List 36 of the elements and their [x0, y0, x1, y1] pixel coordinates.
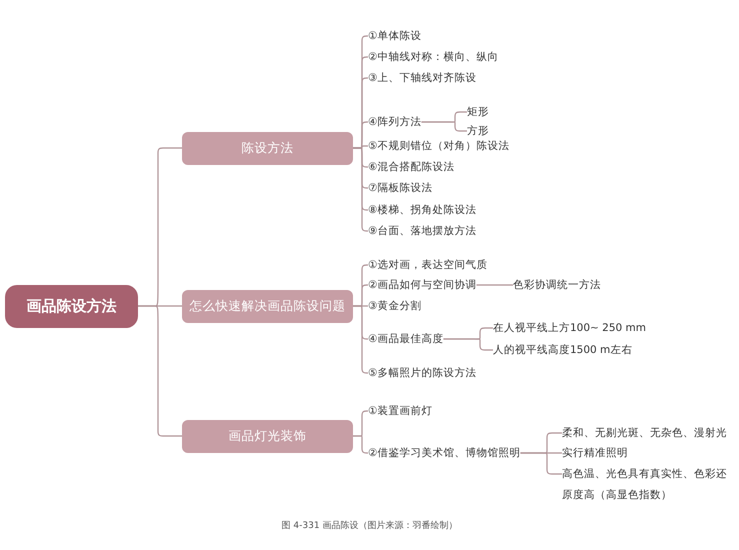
topic-text: ④阵列方法 — [368, 114, 422, 130]
topic-text: ②借鉴学习美术馆、博物馆照明 — [368, 445, 520, 461]
topic-text: 矩形 — [467, 104, 489, 120]
connector-line — [353, 435, 369, 454]
topic-text: ②中轴线对称：横向、纵向 — [368, 49, 498, 65]
topic-text: 人的视平线高度1500 m左右 — [493, 342, 632, 358]
topic-text: ⑤多幅照片的陈设方法 — [368, 365, 476, 381]
branch-topic-box: 陈设方法 — [182, 132, 353, 164]
topic-text: 实行精准照明 — [562, 445, 628, 461]
topic-text: ①单体陈设 — [368, 28, 422, 44]
root-topic-box: 画品陈设方法 — [5, 284, 138, 328]
topic-text: ④画品最佳高度 — [368, 331, 444, 347]
topic-text: ③上、下轴线对齐陈设 — [368, 70, 476, 86]
topic-text: ⑤不规则错位（对角）陈设法 — [368, 138, 510, 154]
topic-text: ⑨台面、落地摆放方法 — [368, 223, 476, 239]
topic-text: ②画品如何与空间协调 — [368, 277, 476, 293]
topic-text: ①选对画，表达空间气质 — [368, 257, 488, 273]
topic-text: 高色温、光色具有真实性、色彩还原度高（高显色指数） — [562, 464, 734, 506]
topic-text: 柔和、无剔光斑、无杂色、漫射光 — [562, 425, 727, 441]
topic-text: ③黄金分割 — [368, 298, 422, 314]
topic-text: ⑥混合搭配陈设法 — [368, 159, 454, 175]
connector-line — [476, 284, 513, 286]
caption: 图 4-331 画品陈设（图片来源：羽番绘制） — [280, 520, 458, 532]
topic-text: 在人视平线上方100~ 250 mm — [493, 320, 646, 336]
connector-line — [443, 338, 493, 351]
topic-text: 方形 — [467, 123, 489, 139]
connector-line — [353, 147, 369, 232]
connector-line — [520, 452, 562, 475]
connector-line — [138, 305, 182, 437]
branch-topic-box: 画品灯光装饰 — [182, 420, 353, 452]
branch-topic-box: 怎么快速解决画品陈设问题 — [182, 290, 353, 322]
topic-text: ①装置画前灯 — [368, 403, 432, 419]
topic-text: 色彩协调统一方法 — [513, 277, 601, 293]
connector-line — [421, 121, 467, 132]
topic-text: ⑦隔板陈设法 — [368, 180, 432, 196]
topic-text: ⑧楼梯、拐角处陈设法 — [368, 202, 476, 218]
